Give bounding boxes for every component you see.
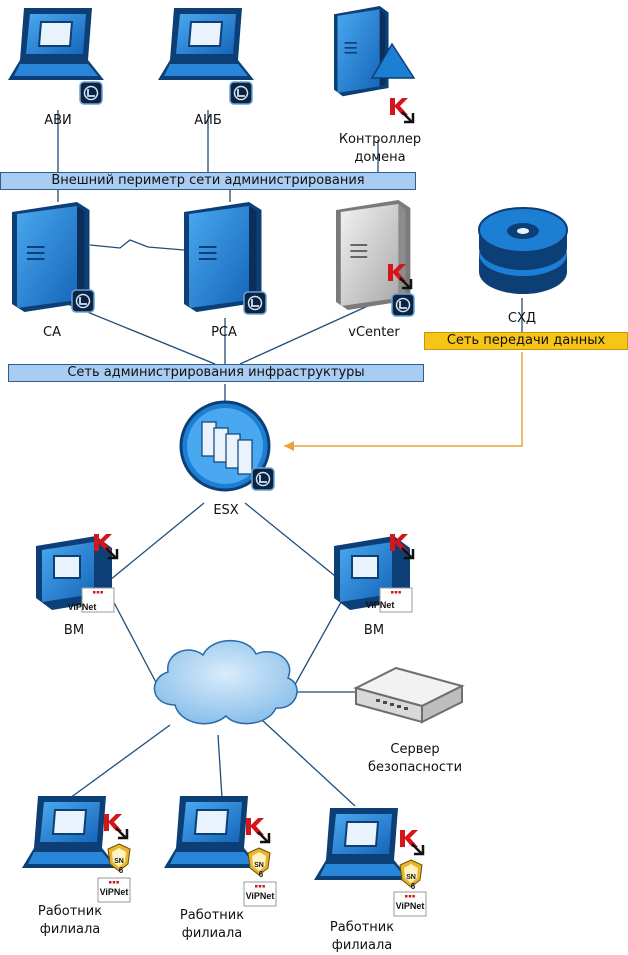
- employee-1-label: Работник филиала: [37, 904, 103, 937]
- link-cloud-employee3: [261, 719, 356, 807]
- data-transfer-network: Сеть передачи данных: [424, 332, 628, 350]
- secretnet-version-text: 6: [411, 882, 416, 891]
- vm-right-label: ВМ: [363, 623, 385, 638]
- employee-3-label: Работник филиала: [329, 920, 395, 953]
- link-esx-vm-right: [244, 502, 341, 581]
- avi-laptop-icon: [7, 7, 105, 105]
- link-vm-left-cloud: [109, 594, 161, 691]
- esx-icon: [179, 400, 275, 492]
- rca-server-icon: [184, 202, 267, 315]
- storage-label: СХД: [507, 311, 537, 326]
- vipnet-badge-text: ViPNet: [246, 891, 275, 901]
- secretnet-version-text: 6: [259, 870, 264, 879]
- employee-2-laptop-icon: [163, 795, 277, 907]
- link-vcenter-infra: [239, 304, 371, 365]
- vcenter-label: vCenter: [348, 325, 400, 340]
- secretnet-badge-text: SN: [114, 858, 124, 865]
- storage-disk-icon: [478, 207, 568, 294]
- ca-label: CA: [43, 325, 61, 340]
- link-esx-vm-left: [109, 502, 205, 581]
- vcenter-server-icon: [336, 200, 415, 317]
- vipnet-badge-text: ViPNet: [68, 602, 97, 612]
- infra-admin-network: Сеть администрирования инфраструктуры: [8, 364, 424, 382]
- vm-left-icon: [36, 532, 119, 613]
- esx-label: ESX: [213, 503, 239, 518]
- aib-label: АИБ: [194, 113, 222, 128]
- link-cloud-employee1: [69, 724, 171, 799]
- secretnet-badge-text: SN: [406, 874, 416, 881]
- domain-controller-server-icon: [334, 6, 416, 124]
- vipnet-badge-text: ViPNet: [366, 600, 395, 610]
- security-appliance-icon: [353, 666, 465, 724]
- link-vm-right-cloud: [291, 594, 346, 691]
- link-cloud-employee2: [217, 734, 223, 799]
- data-network-link: [284, 298, 523, 451]
- vipnet-badge-text: ViPNet: [100, 887, 129, 897]
- cloud-icon: [153, 640, 298, 725]
- secretnet-version-text: 6: [119, 866, 124, 875]
- security-server-label: Сервер безопасности: [367, 742, 463, 775]
- avi-label: АВИ: [44, 113, 72, 128]
- vipnet-badge-text: ViPNet: [396, 901, 425, 911]
- vm-right-icon: [334, 532, 415, 613]
- employee-2-label: Работник филиала: [179, 908, 245, 941]
- link-ca-rca-wireless: [89, 239, 185, 251]
- external-perimeter-network: Внешний периметр сети администрирования: [0, 172, 416, 190]
- aib-laptop-icon: [157, 7, 255, 105]
- employee-3-laptop-icon: [313, 807, 427, 917]
- ca-server-icon: [12, 202, 95, 313]
- vm-left-label: ВМ: [63, 623, 85, 638]
- domain-controller-label: Контроллер домена: [338, 132, 422, 165]
- secretnet-badge-text: SN: [254, 862, 264, 869]
- rca-label: PCA: [211, 325, 237, 340]
